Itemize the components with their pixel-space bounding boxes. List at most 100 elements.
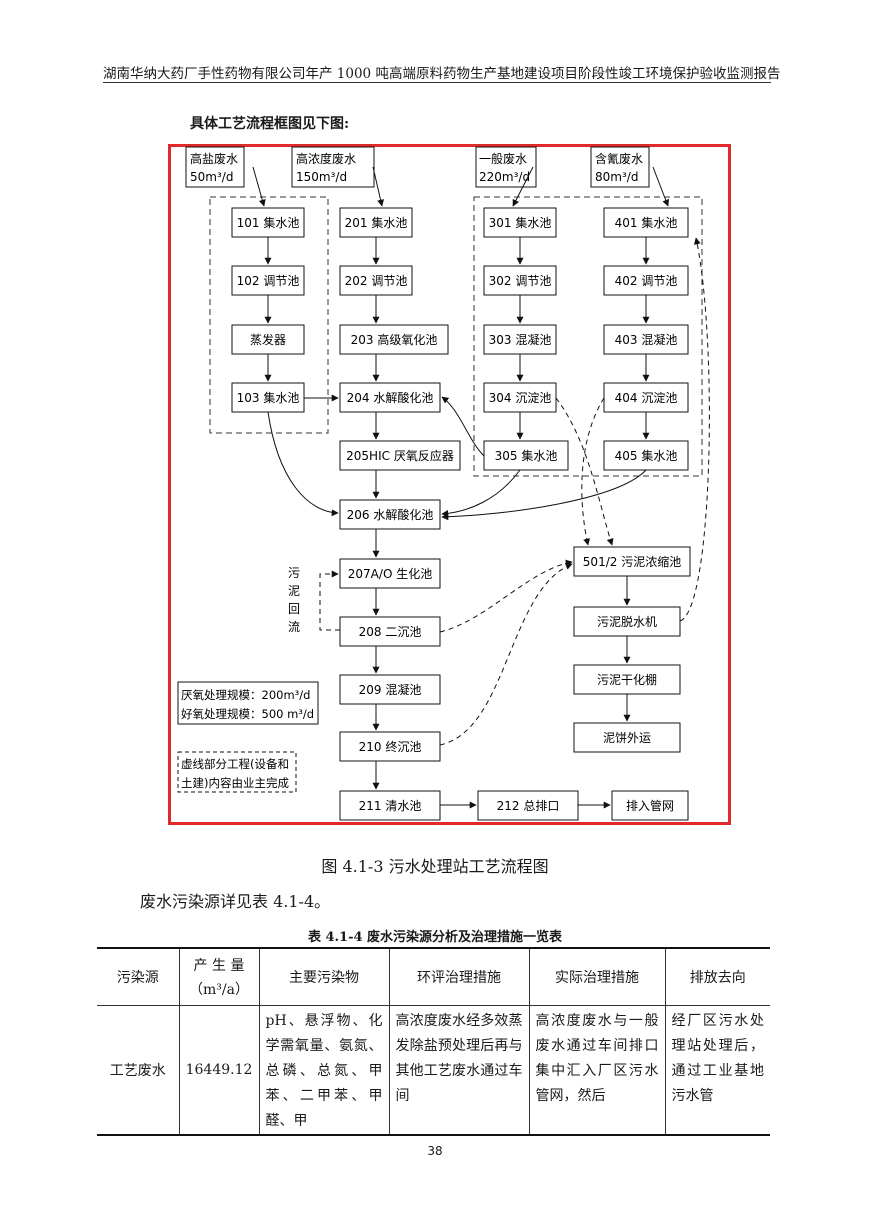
node-301: 301 集水池	[483, 207, 557, 238]
node-303: 303 混凝池	[483, 324, 557, 355]
svg-text:212 总排口: 212 总排口	[497, 799, 560, 813]
node-402: 402 调节池	[603, 265, 689, 296]
capacity-note: 厌氧处理规模：200m³/d 好氧处理规模：500 m³/d	[177, 681, 319, 725]
source-high-concentration: 高浓度废水 150m³/d	[291, 146, 375, 188]
svg-text:高盐废水: 高盐废水	[190, 151, 238, 166]
svg-text:210 终沉池: 210 终沉池	[359, 739, 422, 754]
svg-text:205HIC 厌氧反应器: 205HIC 厌氧反应器	[346, 448, 454, 463]
svg-text:202 调节池: 202 调节池	[345, 274, 408, 288]
node-401: 401 集水池	[603, 207, 689, 238]
svg-text:污: 污	[288, 566, 300, 580]
svg-text:土建)内容由业主完成: 土建)内容由业主完成	[181, 776, 289, 790]
figure-caption: 图 4.1-3 污水处理站工艺流程图	[321, 857, 549, 876]
process-flow-diagram: 高盐废水 50m³/d 高浓度废水 150m³/d 一般废水 220m³/d 含…	[177, 146, 710, 821]
svg-text:401 集水池: 401 集水池	[615, 215, 678, 230]
node-210: 210 终沉池	[339, 731, 441, 762]
node-212: 212 总排口	[477, 790, 579, 821]
cell-eia-measures: 高浓度废水经多效蒸发除盐预处理后再与其他工艺废水通过车间	[388, 1005, 530, 1135]
node-evaporator: 蒸发器	[231, 324, 305, 355]
svg-text:501/2 污泥浓缩池: 501/2 污泥浓缩池	[583, 554, 681, 569]
svg-text:50m³/d: 50m³/d	[190, 170, 233, 184]
header-rule	[103, 82, 771, 83]
svg-text:泥: 泥	[288, 584, 300, 598]
node-304: 304 沉淀池	[483, 382, 557, 413]
table-header-row: 污染源 产 生 量 （m³/a） 主要污染物 环评治理措施 实际治理措施 排放去…	[97, 948, 770, 1005]
header-amount: 产 生 量 （m³/a）	[178, 948, 260, 1005]
node-102: 102 调节池	[231, 265, 305, 296]
page-number: 38	[427, 1144, 443, 1158]
svg-text:102 调节池: 102 调节池	[237, 274, 300, 288]
node-drying-shed: 污泥干化棚	[573, 664, 681, 695]
svg-text:污泥干化棚: 污泥干化棚	[597, 672, 657, 687]
source-high-salt: 高盐废水 50m³/d	[185, 146, 245, 188]
sludge-return-label: 污 泥 回 流	[288, 566, 300, 634]
svg-text:209 混凝池: 209 混凝池	[359, 682, 422, 697]
figure-frame	[168, 144, 731, 825]
cell-amount: 16449.12	[178, 1005, 260, 1135]
node-204: 204 水解酸化池	[339, 382, 441, 413]
dashed-sludge-lines	[319, 237, 710, 746]
header-amount-unit: （m³/a）	[189, 981, 249, 998]
header-source: 污染源	[97, 948, 180, 1005]
svg-text:101 集水池: 101 集水池	[237, 215, 300, 230]
cell-discharge: 经厂区污水处理站处理后，通过工业基地污水管	[664, 1005, 770, 1135]
svg-text:蒸发器: 蒸发器	[250, 332, 286, 347]
source-general: 一般废水 220m³/d	[475, 146, 537, 188]
node-405: 405 集水池	[603, 440, 689, 471]
header-discharge: 排放去向	[664, 948, 770, 1005]
svg-text:150m³/d: 150m³/d	[296, 170, 347, 184]
svg-text:虚线部分工程(设备和: 虚线部分工程(设备和	[181, 757, 289, 771]
cell-pollutants: pH、悬浮物、化学需氧量、氨氮、总磷、总氮、甲苯、二甲苯、甲醛、甲	[258, 1005, 390, 1135]
node-305: 305 集水池	[483, 440, 569, 471]
svg-text:厌氧处理规模：200m³/d: 厌氧处理规模：200m³/d	[181, 688, 310, 702]
svg-text:302 调节池: 302 调节池	[489, 274, 552, 288]
node-206: 206 水解酸化池	[339, 499, 441, 530]
svg-text:405 集水池: 405 集水池	[615, 448, 678, 463]
node-209: 209 混凝池	[339, 674, 441, 705]
node-103: 103 集水池	[231, 382, 305, 413]
node-cake-out: 泥饼外运	[573, 722, 681, 753]
node-404: 404 沉淀池	[603, 382, 689, 413]
svg-text:305 集水池: 305 集水池	[495, 448, 558, 463]
node-dewater: 污泥脱水机	[573, 606, 681, 637]
body-paragraph: 废水污染源详见表 4.1-4。	[140, 892, 331, 911]
header-actual-measures: 实际治理措施	[528, 948, 666, 1005]
node-403: 403 混凝池	[603, 324, 689, 355]
svg-text:402 调节池: 402 调节池	[615, 274, 678, 288]
svg-text:208 二沉池: 208 二沉池	[359, 625, 422, 639]
source-cyanide: 含氰废水 80m³/d	[590, 146, 650, 188]
svg-text:排入管网: 排入管网	[626, 798, 674, 813]
svg-text:回: 回	[288, 602, 300, 616]
svg-text:207A/O 生化池: 207A/O 生化池	[348, 567, 432, 581]
svg-text:一般废水: 一般废水	[479, 151, 527, 166]
svg-text:404 沉淀池: 404 沉淀池	[615, 391, 678, 405]
table-title: 表 4.1-4 废水污染源分析及治理措施一览表	[307, 930, 563, 945]
figure-intro: 具体工艺流程框图见下图:	[190, 116, 350, 132]
table-row: 工艺废水 16449.12 pH、悬浮物、化学需氧量、氨氮、总磷、总氮、甲苯、二…	[97, 1005, 770, 1135]
node-211: 211 清水池	[339, 790, 441, 821]
node-207: 207A/O 生化池	[339, 558, 441, 589]
svg-text:103 集水池: 103 集水池	[237, 390, 300, 405]
node-205: 205HIC 厌氧反应器	[339, 440, 461, 471]
svg-text:203 高级氧化池: 203 高级氧化池	[351, 332, 438, 347]
svg-text:污泥脱水机: 污泥脱水机	[597, 614, 657, 629]
svg-text:211 清水池: 211 清水池	[359, 799, 422, 813]
node-201: 201 集水池	[339, 207, 413, 238]
svg-text:好氧处理规模：500 m³/d: 好氧处理规模：500 m³/d	[181, 707, 314, 721]
wastewater-source-table: 污染源 产 生 量 （m³/a） 主要污染物 环评治理措施 实际治理措施 排放去…	[97, 947, 770, 1136]
svg-text:泥饼外运: 泥饼外运	[603, 731, 651, 745]
svg-text:220m³/d: 220m³/d	[479, 170, 530, 184]
header-eia-measures: 环评治理措施	[388, 948, 530, 1005]
report-header: 湖南华纳大药厂手性药物有限公司年产 1000 吨高端原料药物生产基地建设项目阶段…	[103, 66, 781, 82]
node-101: 101 集水池	[231, 207, 305, 238]
cell-source: 工艺废水	[97, 1005, 180, 1135]
node-302: 302 调节池	[483, 265, 557, 296]
svg-text:206 水解酸化池: 206 水解酸化池	[347, 507, 434, 522]
svg-text:304 沉淀池: 304 沉淀池	[489, 391, 552, 405]
svg-text:高浓度废水: 高浓度废水	[296, 151, 356, 166]
arrows	[252, 166, 670, 809]
svg-text:80m³/d: 80m³/d	[595, 170, 638, 184]
cell-actual-measures: 高浓度废水与一般废水通过车间排口集中汇入厂区污水管网，然后	[528, 1005, 666, 1135]
svg-text:204 水解酸化池: 204 水解酸化池	[347, 390, 434, 405]
node-203: 203 高级氧化池	[339, 324, 449, 355]
